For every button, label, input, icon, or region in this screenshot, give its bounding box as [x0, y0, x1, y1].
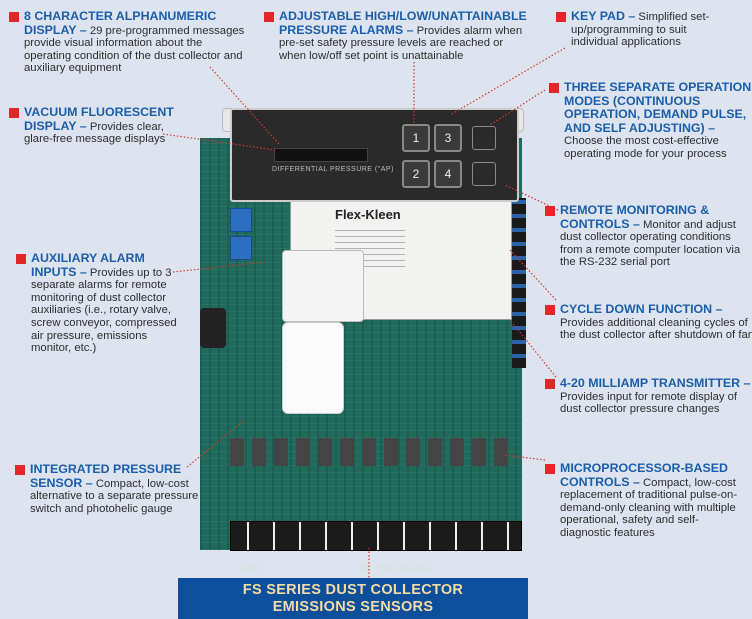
key-label: 3	[444, 131, 452, 145]
callout-body: Provides alarm when pre-set safety press…	[279, 24, 523, 62]
callout-body: 29 pre-programmed messages provide visua…	[24, 24, 245, 75]
callout-vacuum-fluorescent-display: VACUUM FLUORESCENT DISPLAY – Provides cl…	[9, 105, 184, 146]
bullet-square-icon	[545, 464, 555, 474]
pcb-label: DR1 TOMD 000 (AFS)	[360, 566, 431, 573]
brand-name: Flex-Kleen	[335, 207, 401, 222]
key-up-1[interactable]: 1	[402, 124, 430, 152]
leader-line	[489, 89, 546, 126]
callout-heading: THREE SEPARATE OPERATION MODES (CONTINUO…	[564, 80, 752, 135]
leader-line	[504, 454, 546, 461]
pressure-sensor	[282, 250, 364, 322]
relay-row	[230, 438, 510, 466]
callout-heading: ADJUSTABLE HIGH/LOW/UNATTAINABLE PRESSUR…	[279, 9, 527, 37]
key-up-3[interactable]: 3	[434, 124, 462, 152]
callout-heading: 4-20 MILLIAMP TRANSMITTER –	[560, 376, 751, 390]
callout-body: Provides input for remote display of dus…	[560, 390, 738, 416]
bullet-square-icon	[545, 206, 555, 216]
key-down-2[interactable]: 2	[402, 160, 430, 188]
callout-body: Compact, low-cost replacement of traditi…	[560, 476, 738, 539]
leader-line	[449, 47, 566, 116]
callout-heading: VACUUM FLUORESCENT DISPLAY –	[24, 105, 174, 133]
title-banner: FS SERIES DUST COLLECTOR EMISSIONS SENSO…	[178, 578, 528, 619]
leader-line	[209, 66, 281, 146]
callout-auxiliary-alarm-inputs: AUXILIARY ALARM INPUTS – Provides up to …	[16, 251, 179, 355]
terminal-block	[230, 208, 252, 232]
key-label: 1	[412, 131, 420, 145]
callout-heading: REMOTE MONITORING & CONTROLS –	[560, 203, 710, 231]
display-keypad-panel: DIFFERENTIAL PRESSURE ("AP) 1 3 2 4	[230, 108, 519, 202]
callout-integrated-pressure-sensor: INTEGRATED PRESSURE SENSOR – Compact, lo…	[15, 462, 200, 515]
callout-heading: MICROPROCESSOR-BASED CONTROLS –	[560, 461, 728, 489]
leader-line	[509, 319, 557, 378]
capacitor	[200, 308, 226, 348]
leader-line	[504, 184, 559, 211]
bullet-square-icon	[9, 12, 19, 22]
bullet-square-icon	[16, 254, 26, 264]
callout-body: Monitor and adjust dust collector operat…	[560, 218, 741, 269]
callout-heading: CYCLE DOWN FUNCTION –	[560, 302, 723, 316]
bullet-square-icon	[549, 83, 559, 93]
pcb-part-number: 16C80	[240, 566, 261, 573]
callout-body: Provides up to 3 separate alarms for rem…	[31, 266, 177, 355]
callout-microprocessor-controls: MICROPROCESSOR-BASED CONTROLS – Compact,…	[545, 461, 748, 540]
banner-line-1: FS SERIES DUST COLLECTOR	[242, 582, 464, 598]
callout-heading: AUXILIARY ALARM INPUTS –	[31, 251, 145, 279]
callout-body: Compact, low-cost alternative to a separ…	[30, 477, 199, 515]
callout-body: Choose the most cost-effective operating…	[564, 135, 727, 160]
vacuum-fluorescent-display	[274, 148, 368, 162]
leader-line	[186, 419, 246, 468]
callout-alphanumeric-display: 8 CHARACTER ALPHANUMERIC DISPLAY – 29 pr…	[9, 9, 249, 75]
terminal-block	[230, 236, 252, 260]
callout-remote-monitoring: REMOTE MONITORING & CONTROLS – Monitor a…	[545, 203, 750, 269]
callout-heading: KEY PAD –	[571, 9, 636, 23]
leader-line	[162, 133, 276, 151]
right-connector-strip	[512, 198, 526, 368]
key-label: 2	[412, 167, 420, 181]
bullet-square-icon	[545, 305, 555, 315]
bullet-square-icon	[15, 465, 25, 475]
callout-body: Provides additional cleaning cycles of t…	[560, 316, 752, 342]
banner-line-2: EMISSIONS SENSORS	[272, 599, 434, 615]
bullet-square-icon	[556, 12, 566, 22]
leader-line	[509, 249, 557, 301]
key-label: 4	[444, 167, 452, 181]
bullet-square-icon	[545, 379, 555, 389]
bullet-square-icon	[264, 12, 274, 22]
key-enter[interactable]	[472, 162, 496, 186]
callout-operation-modes: THREE SEPARATE OPERATION MODES (CONTINUO…	[549, 80, 752, 161]
callout-milliamp-transmitter: 4-20 MILLIAMP TRANSMITTER – Provides inp…	[545, 376, 752, 416]
callout-pressure-alarms: ADJUSTABLE HIGH/LOW/UNATTAINABLE PRESSUR…	[264, 9, 529, 62]
leader-line	[172, 261, 266, 273]
key-mode[interactable]	[472, 126, 496, 150]
bullet-square-icon	[9, 108, 19, 118]
callout-key-pad: KEY PAD – Simplified set-up/programming …	[556, 9, 711, 49]
output-terminal-row	[230, 521, 522, 551]
callout-heading: 8 CHARACTER ALPHANUMERIC DISPLAY –	[24, 9, 217, 37]
key-down-4[interactable]: 4	[434, 160, 462, 188]
callout-cycle-down: CYCLE DOWN FUNCTION – Provides additiona…	[545, 302, 752, 342]
control-board-photo: 16C80 DR1 TOMD 000 (AFS) Flex-Kleen DIFF…	[200, 100, 526, 573]
callout-heading: INTEGRATED PRESSURE SENSOR –	[30, 462, 182, 490]
pressure-sensor-housing	[282, 322, 344, 414]
callout-body: Simplified set-up/programming to suit in…	[571, 11, 710, 49]
callout-body: Provides clear, glare-free message displ…	[24, 120, 166, 146]
display-label: DIFFERENTIAL PRESSURE ("AP)	[272, 166, 394, 173]
